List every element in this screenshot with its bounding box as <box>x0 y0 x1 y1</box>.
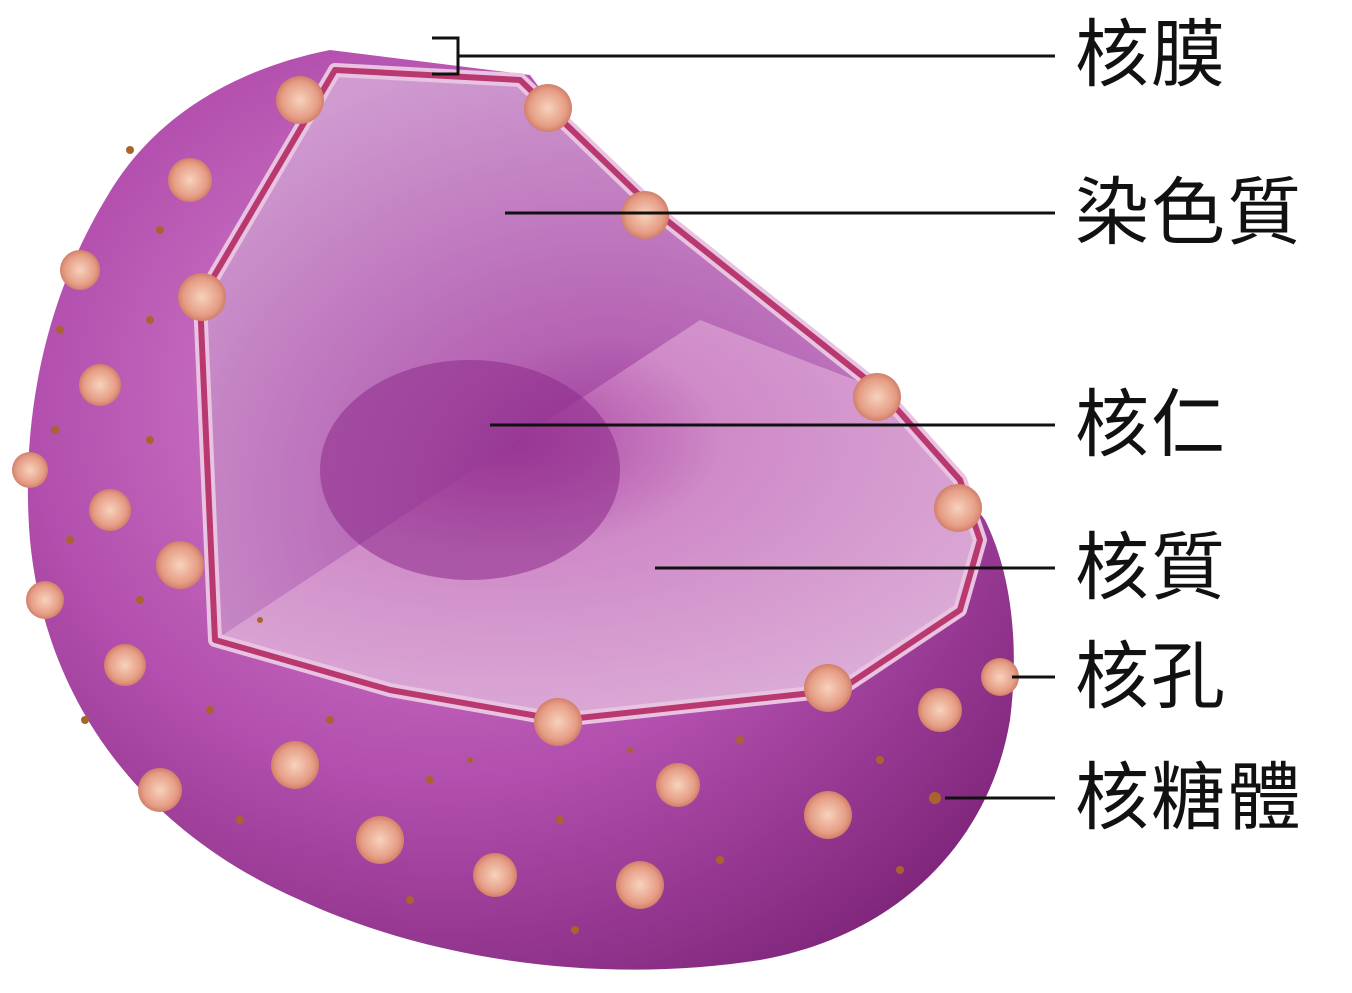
nucleolus <box>320 360 620 580</box>
label-chromatin: 染色質 <box>1075 176 1303 250</box>
label-nuclear-membrane: 核膜 <box>1075 18 1227 92</box>
leader-line-nuclear-membrane <box>432 38 1055 74</box>
label-nucleolus: 核仁 <box>1075 388 1227 462</box>
label-ribosome: 核糖體 <box>1075 761 1303 835</box>
label-nucleoplasm: 核質 <box>1075 531 1227 605</box>
label-nuclear-pore: 核孔 <box>1075 640 1227 714</box>
